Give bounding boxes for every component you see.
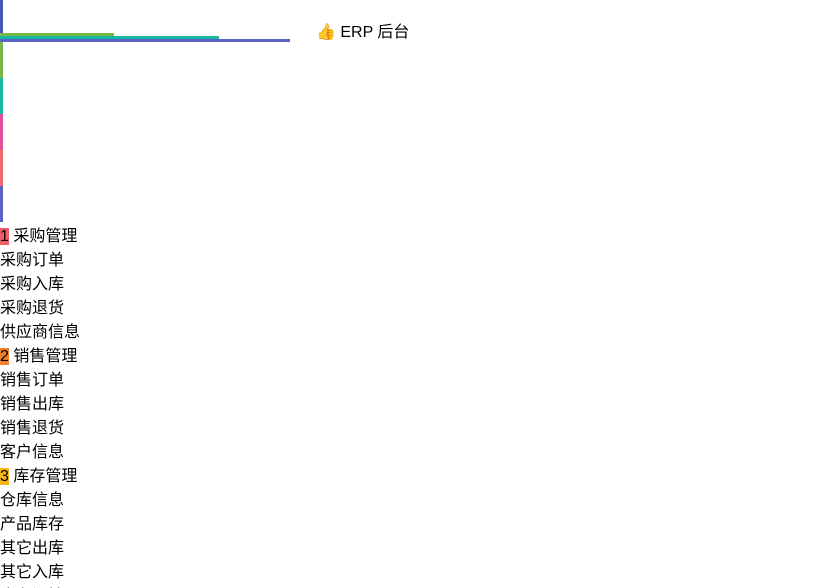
root-node-title: ERP 后台	[340, 24, 410, 41]
connector-bar-mid	[0, 36, 219, 39]
list-item-label: 仓库信息	[0, 492, 65, 509]
list-item-label: 采购退货	[0, 300, 65, 317]
list-item-label: 其它出库	[0, 540, 65, 557]
list-item-label: 供应商信息	[0, 324, 81, 341]
column-items: 销售订单 销售出库 销售退货 客户信息	[0, 366, 150, 462]
column-purchasing: 1 采购管理 采购订单 采购入库 采购退货 供应商信息	[0, 222, 150, 342]
column-badge: 3	[0, 468, 9, 485]
connector-drop-5	[0, 186, 3, 222]
column-header[interactable]: 2 销售管理	[0, 342, 150, 366]
column-badge: 1	[0, 228, 9, 245]
list-item-label: 其它入库	[0, 564, 65, 581]
thumbs-up-icon: 👍	[316, 24, 336, 41]
list-item-label: 销售退货	[0, 420, 65, 437]
connector-drop-1	[0, 42, 3, 78]
list-item[interactable]: 销售退货	[0, 414, 150, 438]
list-item-label: 销售订单	[0, 372, 65, 389]
list-item[interactable]: 库存调拨	[0, 582, 160, 588]
list-item[interactable]: 产品库存	[0, 510, 160, 534]
list-item[interactable]: 仓库信息	[0, 486, 160, 510]
connector-bar-left	[0, 33, 114, 36]
list-item-label: 采购订单	[0, 252, 65, 269]
connector-drop-2	[0, 78, 3, 114]
list-item[interactable]: 销售订单	[0, 366, 150, 390]
column-inventory: 3 库存管理 仓库信息 产品库存 其它出库 其它入库 库存调拨	[0, 462, 160, 588]
list-item-label: 采购入库	[0, 276, 65, 293]
list-item[interactable]: 其它入库	[0, 558, 160, 582]
root-node-card[interactable]: 👍 ERP 后台	[316, 18, 522, 86]
column-badge: 2	[0, 348, 9, 365]
column-header[interactable]: 3 库存管理	[0, 462, 160, 486]
list-item[interactable]: 供应商信息	[0, 318, 150, 342]
list-item[interactable]: 采购订单	[0, 246, 150, 270]
connector-drop-4	[0, 150, 3, 186]
column-header[interactable]: 1 采购管理	[0, 222, 150, 246]
column-items: 仓库信息 产品库存 其它出库 其它入库 库存调拨 库存盘点	[0, 486, 160, 588]
list-item-label: 销售出库	[0, 396, 65, 413]
list-item-label: 客户信息	[0, 444, 65, 461]
connector-drop-3	[0, 114, 3, 150]
column-title: 库存管理	[13, 468, 78, 485]
list-item-label: 产品库存	[0, 516, 65, 533]
connector-bar-right	[0, 39, 290, 42]
column-sales: 2 销售管理 销售订单 销售出库 销售退货 客户信息	[0, 342, 150, 462]
list-item[interactable]: 客户信息	[0, 438, 150, 462]
column-items: 采购订单 采购入库 采购退货 供应商信息	[0, 246, 150, 342]
column-title: 销售管理	[13, 348, 78, 365]
column-title: 采购管理	[13, 228, 78, 245]
list-item[interactable]: 采购退货	[0, 294, 150, 318]
list-item[interactable]: 采购入库	[0, 270, 150, 294]
list-item[interactable]: 其它出库	[0, 534, 160, 558]
list-item[interactable]: 销售出库	[0, 390, 150, 414]
connector-root-stem	[0, 0, 3, 33]
